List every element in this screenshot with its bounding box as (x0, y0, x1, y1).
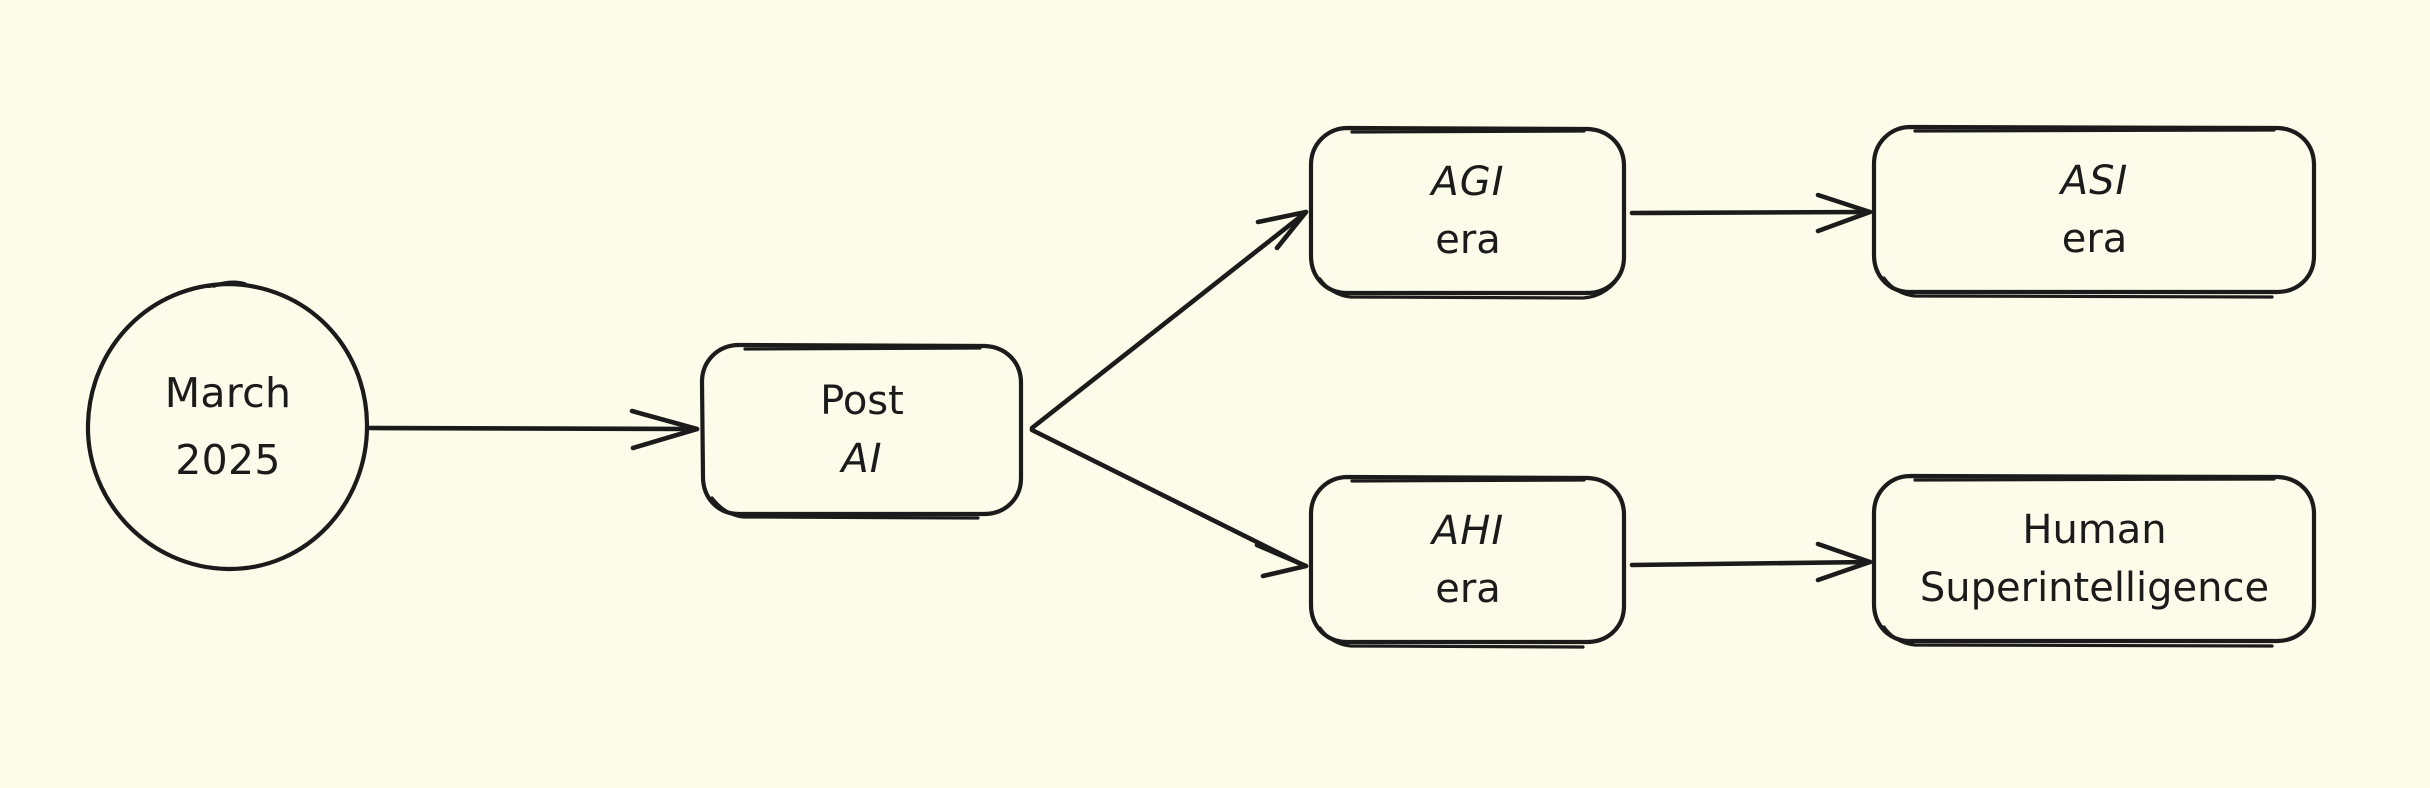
edge-agiera-to-asiera[interactable] (1629, 192, 1873, 234)
node-ahi-era-shape[interactable] (1308, 474, 1627, 649)
node-human-superintelligence-shape[interactable] (1871, 473, 2317, 648)
node-march-2025-shape[interactable] (85, 280, 370, 572)
edge-postai-to-agiera[interactable] (1029, 209, 1309, 431)
edge-march2025-to-postai[interactable] (367, 408, 700, 451)
edge-ahiera-to-human-superintelligence[interactable] (1629, 541, 1873, 583)
node-agi-era-shape[interactable] (1308, 125, 1627, 300)
node-asi-era-shape[interactable] (1871, 124, 2317, 299)
node-post-ai-shape[interactable] (699, 342, 1024, 520)
edge-postai-to-ahiera[interactable] (1029, 427, 1309, 579)
